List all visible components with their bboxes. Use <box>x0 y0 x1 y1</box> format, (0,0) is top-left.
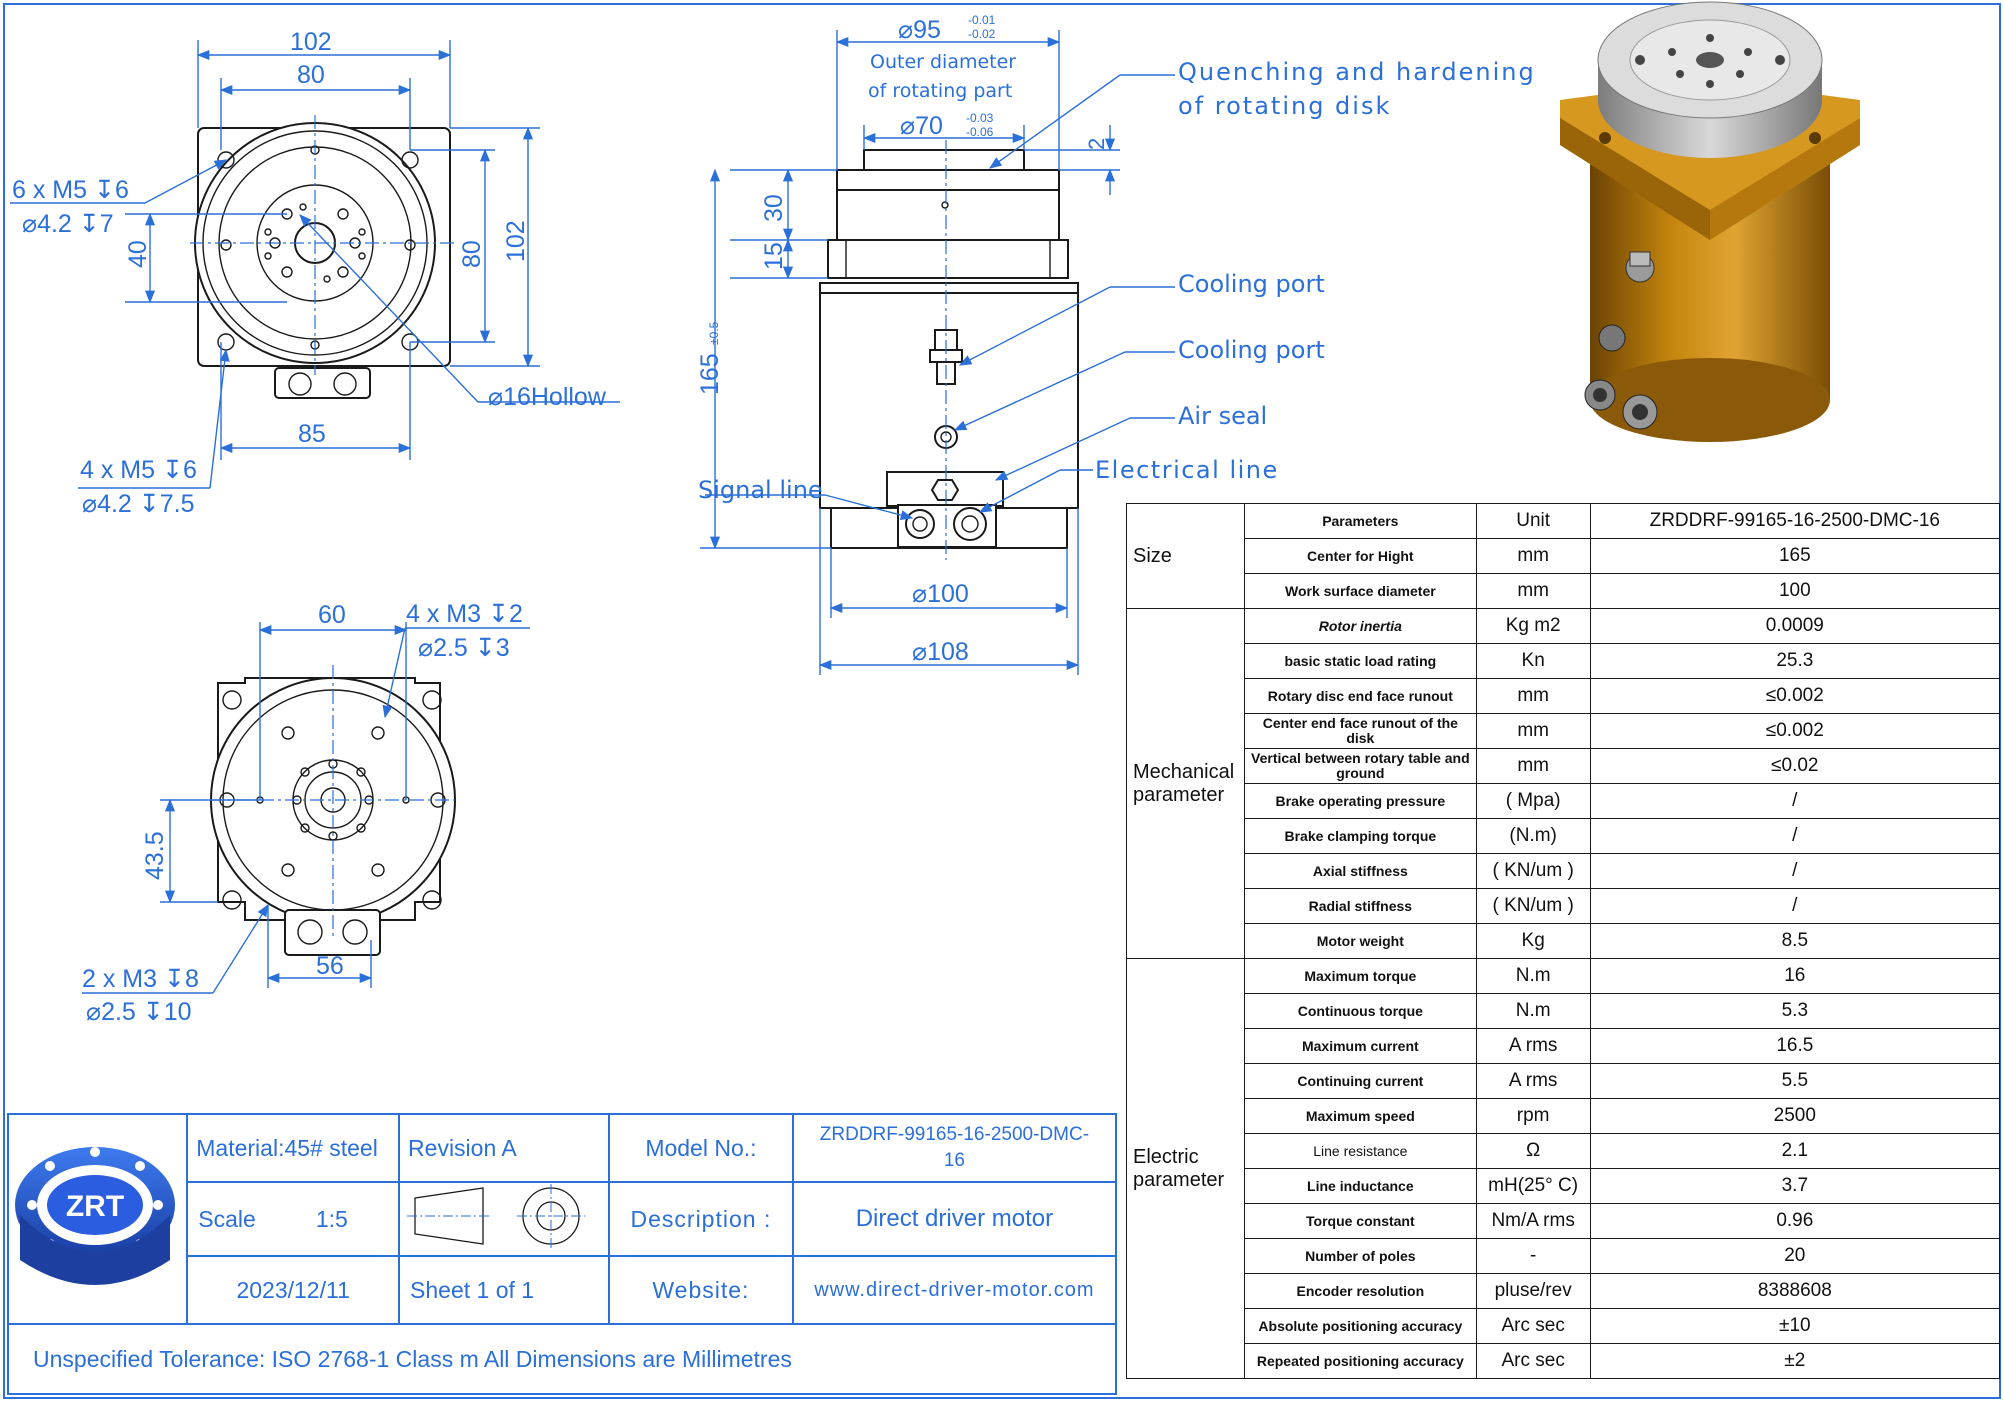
material-cell: Material:45# steel <box>186 1113 401 1183</box>
dim-108: ⌀108 <box>912 638 969 666</box>
dim-6xm5: 6 x M5 ↧6 <box>12 176 129 204</box>
table-row: Radial stiffness( KN/um )/ <box>1127 888 2001 924</box>
website-label: Website: <box>608 1255 794 1325</box>
air-seal-label: Air seal <box>1178 402 1267 430</box>
dim-4xm5: 4 x M5 ↧6 <box>80 456 197 484</box>
dim-15: 15 <box>760 242 788 270</box>
dim-2xm3: 2 x M3 ↧8 <box>82 965 199 993</box>
projection-symbol-cell <box>398 1181 611 1257</box>
dim-80-top: 80 <box>297 61 325 89</box>
projection-symbol-icon <box>407 1184 586 1248</box>
dim-80-side: 80 <box>458 240 486 268</box>
dim-165: 165 <box>696 353 724 395</box>
outer-diameter-label-1: Outer diameter <box>870 51 1016 73</box>
spec-table: Size Parameters Unit ZRDDRF-99165-16-250… <box>1126 503 2001 1379</box>
callout-hollow: ⌀16Hollow <box>488 383 607 411</box>
dim-95: ⌀95 <box>898 16 941 44</box>
website-link[interactable]: www.direct-driver-motor.com <box>791 1255 1118 1325</box>
side-view <box>700 30 1175 675</box>
model-label: Model No.: <box>608 1113 794 1183</box>
title-block: Material:45# steel Revision A Model No.:… <box>6 1113 1118 1395</box>
table-row: Axial stiffness( KN/um )/ <box>1127 853 2001 889</box>
cooling-port-label-2: Cooling port <box>1178 336 1325 364</box>
quench-label-2: of rotating disk <box>1178 92 1391 120</box>
dim-4xm3: 4 x M3 ↧2 <box>406 600 523 628</box>
header-unit: Unit <box>1475 503 1591 539</box>
sheet-border <box>3 3 2001 1399</box>
dim-6xm5-drill: ⌀4.2 ↧7 <box>22 210 114 238</box>
logo-cell <box>6 1113 189 1325</box>
table-row: Vertical between rotary table and ground… <box>1127 748 2001 784</box>
dim-100: ⌀100 <box>912 580 969 608</box>
dim-2: 2 <box>1084 138 1109 150</box>
outer-diameter-label-2: of rotating part <box>868 80 1012 102</box>
spec-header-row: Size Parameters Unit ZRDDRF-99165-16-250… <box>1126 503 2001 609</box>
table-row: Brake operating pressure( Mpa)/ <box>1127 783 2001 819</box>
motor-3d-render <box>1560 1 1860 442</box>
table-row: Brake clamping torque(N.m)/ <box>1127 818 2001 854</box>
tolerance-note: Unspecified Tolerance: ISO 2768-1 Class … <box>7 1323 1117 1395</box>
top-view <box>10 40 620 489</box>
dim-43-5: 43.5 <box>141 831 169 880</box>
dim-60: 60 <box>318 601 346 629</box>
dim-40: 40 <box>124 240 152 268</box>
model-value: ZRDDRF-99165-16-2500-DMC-16 <box>791 1113 1118 1183</box>
quench-label-1: Quenching and hardening <box>1178 58 1536 86</box>
dim-95-tol-upper: -0.01 <box>968 13 996 27</box>
date-cell: 2023/12/11 <box>186 1255 401 1325</box>
dim-70-tol-upper: -0.03 <box>966 111 994 125</box>
dim-4xm3-drill: ⌀2.5 ↧3 <box>418 634 510 662</box>
electrical-line-label: Electrical line <box>1095 456 1279 484</box>
dim-30: 30 <box>760 194 788 222</box>
header-param: Parameters <box>1243 503 1477 539</box>
dim-4xm5-drill: ⌀4.2 ↧7.5 <box>82 490 195 518</box>
bottom-view <box>82 622 530 994</box>
cooling-port-label-1: Cooling port <box>1178 270 1325 298</box>
dim-95-tol-lower: -0.02 <box>968 27 996 41</box>
signal-line-label: Signal line <box>698 476 823 504</box>
dim-56: 56 <box>316 952 344 980</box>
header-model: ZRDDRF-99165-16-2500-DMC-16 <box>1589 503 2001 539</box>
revision-cell: Revision A <box>398 1113 611 1183</box>
dim-70-tol-lower: -0.06 <box>966 125 994 139</box>
sheet-cell: Sheet 1 of 1 <box>398 1255 611 1325</box>
dim-165-tol: ±0.5 <box>707 321 721 345</box>
group-size: Size <box>1126 503 1245 609</box>
description-label: Description : <box>608 1181 794 1257</box>
description-value: Direct driver motor <box>791 1181 1118 1257</box>
dim-70: ⌀70 <box>900 112 943 140</box>
dim-102-side: 102 <box>502 220 530 262</box>
dim-85: 85 <box>298 420 326 448</box>
table-row: Number of poles-20 <box>1127 1238 2001 1274</box>
dim-2xm3-drill: ⌀2.5 ↧10 <box>86 998 192 1026</box>
dim-102-top: 102 <box>290 28 332 56</box>
